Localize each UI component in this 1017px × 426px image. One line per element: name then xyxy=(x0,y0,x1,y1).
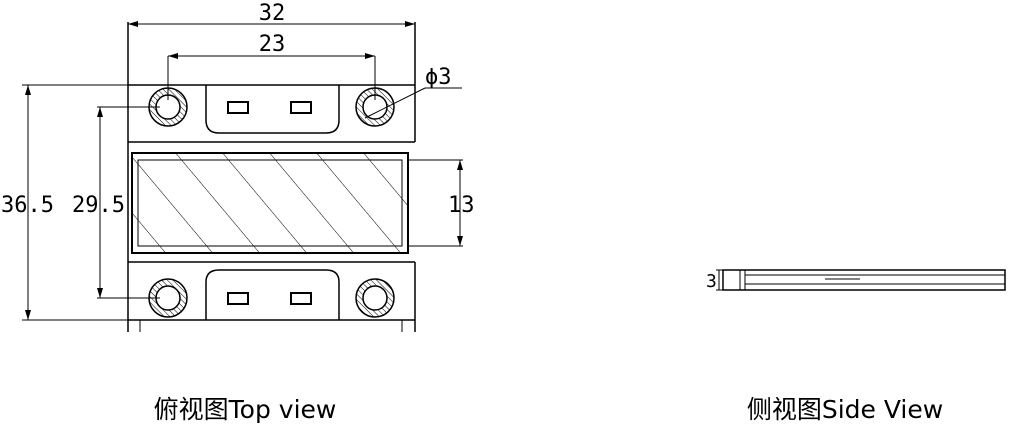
plate-outline xyxy=(127,22,416,332)
upper-tab xyxy=(205,85,340,134)
hatched-band xyxy=(131,152,409,254)
top-view-caption: 俯视图Top view xyxy=(154,395,337,424)
dimension-band-height: 13 xyxy=(408,159,475,247)
lower-slot-left xyxy=(227,292,249,305)
dimension-hole-diameter: ϕ3 xyxy=(364,65,462,119)
dim-overall-width-label: 32 xyxy=(259,1,286,26)
upper-slot-left xyxy=(227,101,249,114)
dim-band-height-label: 13 xyxy=(448,193,475,218)
dim-hole-diameter-label: ϕ3 xyxy=(425,65,452,90)
mounting-hole-bottom-right xyxy=(355,278,395,318)
side-view-caption: 侧视图Side View xyxy=(747,395,943,424)
dim-hole-vertical-label: 29.5 xyxy=(72,193,125,218)
lower-slot-right xyxy=(290,292,312,305)
dim-overall-height-label: 36.5 xyxy=(1,193,54,218)
lower-tab xyxy=(205,269,340,320)
dimension-overall-width: 32 xyxy=(128,1,415,27)
top-view: 32 23 ϕ3 36.5 xyxy=(1,1,475,424)
dim-side-thickness-label: 3 xyxy=(706,271,717,292)
side-profile xyxy=(722,269,1006,291)
dimension-hole-spacing: 23 xyxy=(167,32,376,100)
dimension-side-thickness: 3 xyxy=(706,269,723,292)
mounting-hole-top-right xyxy=(355,87,395,127)
dim-hole-spacing-label: 23 xyxy=(259,32,286,57)
mounting-hole-bottom-left xyxy=(148,278,188,318)
upper-slot-right xyxy=(290,101,312,114)
dimension-hole-vertical: 29.5 xyxy=(72,106,160,299)
side-view: 3 侧视图Side View xyxy=(706,269,1006,424)
dimension-overall-height: 36.5 xyxy=(1,84,128,321)
